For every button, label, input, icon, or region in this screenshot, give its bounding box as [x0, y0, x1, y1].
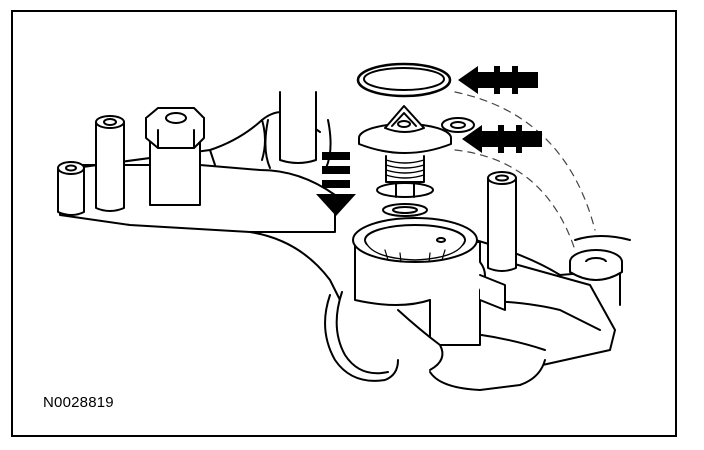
right-flange-washer: [569, 249, 623, 281]
upper-tube: [264, 91, 332, 169]
right-tube: [487, 171, 517, 272]
small-boss: [57, 161, 85, 216]
hex-nut-boss: [145, 107, 205, 206]
figure-id-label: N0028819: [43, 394, 114, 411]
motion-guides: [454, 91, 596, 251]
arrow-left-icon: [462, 125, 542, 153]
top-right-washer: [441, 117, 475, 133]
thermostat-housing: [324, 217, 506, 382]
arrow-down-icon: [316, 152, 356, 216]
gasket-ring: [356, 62, 452, 98]
mounting-boss-left: [95, 115, 125, 212]
arrow-left-icon: [458, 66, 538, 94]
thermostat: [358, 105, 452, 217]
